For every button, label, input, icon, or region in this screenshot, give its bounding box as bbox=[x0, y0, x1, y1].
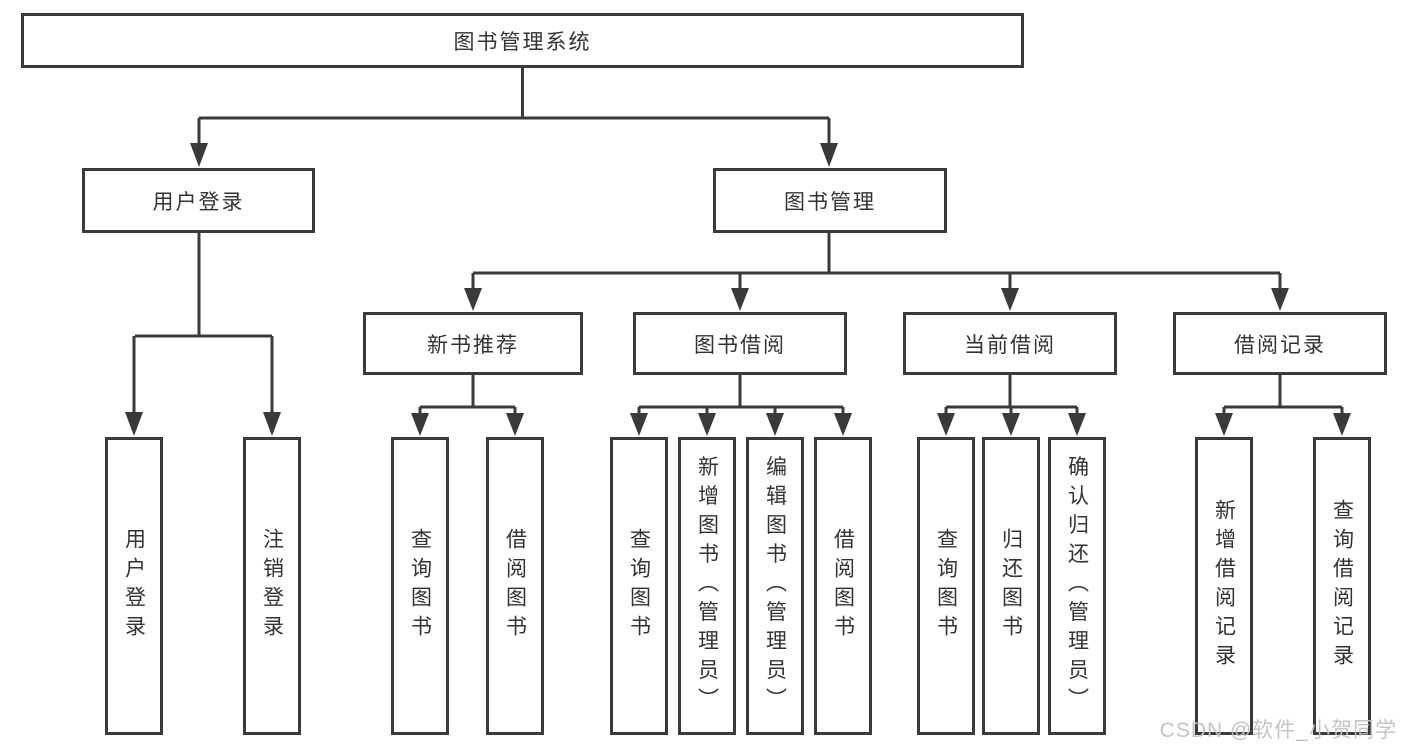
leaf-label: 注销登录 bbox=[260, 528, 284, 644]
node-book-borrowing: 图书借阅 bbox=[633, 312, 847, 375]
leaf-label: 确认归还（管理员） bbox=[1065, 455, 1089, 717]
leaf-label: 借阅图书 bbox=[831, 528, 855, 644]
leaf-logout: 注销登录 bbox=[243, 437, 301, 735]
node-current-borrowing: 当前借阅 bbox=[903, 312, 1117, 375]
leaf-label: 归还图书 bbox=[999, 528, 1023, 644]
leaf-edit-book-admin: 编辑图书（管理员） bbox=[746, 437, 804, 735]
leaf-query-books-current: 查询图书 bbox=[917, 437, 975, 735]
leaf-label: 编辑图书（管理员） bbox=[763, 455, 787, 717]
node-library-management-system: 图书管理系统 bbox=[21, 13, 1024, 68]
leaf-query-books-borrowing: 查询图书 bbox=[610, 437, 668, 735]
node-book-management: 图书管理 bbox=[713, 168, 947, 233]
leaf-label: 查询图书 bbox=[627, 528, 651, 644]
node-new-book-recommend: 新书推荐 bbox=[363, 312, 583, 375]
leaf-label: 查询图书 bbox=[934, 528, 958, 644]
leaf-return-book: 归还图书 bbox=[982, 437, 1040, 735]
leaf-query-borrow-record: 查询借阅记录 bbox=[1313, 437, 1371, 735]
leaf-label: 新增图书（管理员） bbox=[695, 455, 719, 717]
leaf-query-books-recommend: 查询图书 bbox=[391, 437, 449, 735]
leaf-label: 借阅图书 bbox=[503, 528, 527, 644]
leaf-label: 新增借阅记录 bbox=[1212, 499, 1236, 673]
leaf-label: 查询图书 bbox=[408, 528, 432, 644]
node-user-login: 用户登录 bbox=[82, 168, 315, 233]
watermark: CSDN @软件_小贺同学 bbox=[1159, 719, 1397, 742]
arrowheads bbox=[125, 143, 1351, 436]
leaf-add-book-admin: 新增图书（管理员） bbox=[678, 437, 736, 735]
leaf-label: 用户登录 bbox=[122, 528, 146, 644]
leaf-label: 查询借阅记录 bbox=[1330, 499, 1354, 673]
leaf-user-login: 用户登录 bbox=[105, 437, 163, 735]
leaf-borrow-books-borrowing: 借阅图书 bbox=[814, 437, 872, 735]
node-borrow-records: 借阅记录 bbox=[1173, 312, 1387, 375]
leaf-add-borrow-record: 新增借阅记录 bbox=[1195, 437, 1253, 735]
leaf-borrow-books-recommend: 借阅图书 bbox=[486, 437, 544, 735]
leaf-confirm-return-admin: 确认归还（管理员） bbox=[1048, 437, 1106, 735]
